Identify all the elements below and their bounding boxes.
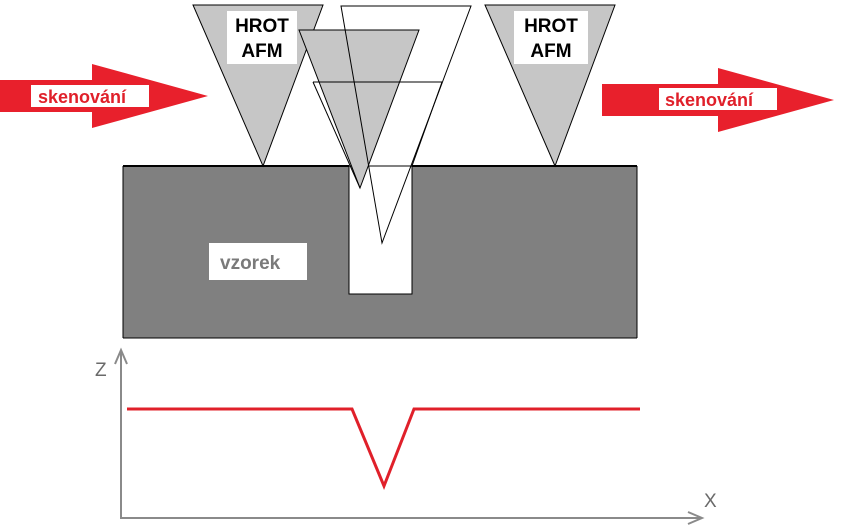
afm-tip-right-label-line2: AFM [530,41,571,62]
height-profile-line [127,407,640,491]
sample-block [122,165,638,339]
afm-tip-middle [298,5,472,245]
scan-arrow-left-label: skenování [38,87,127,107]
afm-tip-left-label-line2: AFM [241,41,282,62]
profile-axes: Z X [95,347,717,525]
scan-arrow-right: skenování [602,68,834,132]
afm-tip-left-label-line1: HROT [235,16,289,37]
afm-tip-right-label-line1: HROT [524,16,578,37]
scan-arrow-right-label: skenování [665,90,754,110]
afm-tip-left: HROT AFM [192,4,324,168]
z-axis-arrowhead [114,347,128,365]
scan-arrow-left: skenování [0,64,208,128]
afm-tip-right: HROT AFM [484,4,616,168]
x-axis-label: X [704,491,717,512]
z-axis-label: Z [95,360,107,381]
sample-label-text: vzorek [220,253,281,274]
x-axis-arrowhead [687,511,705,525]
sample-label: vzorek [209,243,307,280]
